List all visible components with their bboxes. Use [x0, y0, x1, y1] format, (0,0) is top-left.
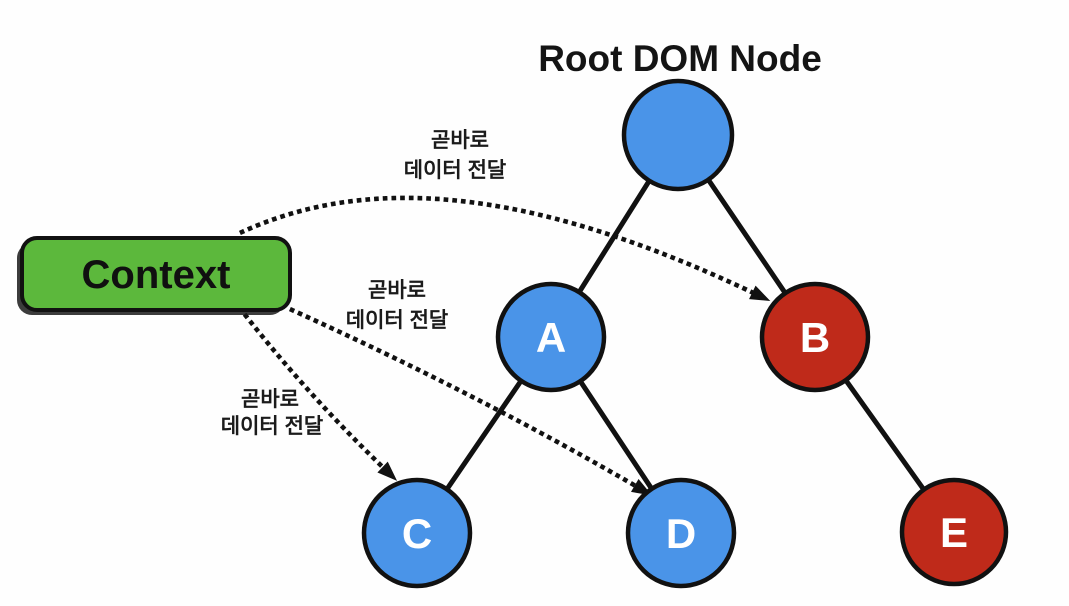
context-arrow-to-d: [288, 306, 653, 496]
node-d-label: D: [666, 510, 696, 557]
node-e-circle: [899, 477, 1009, 587]
node-a-label: A: [536, 314, 566, 361]
node-b-circle: [759, 281, 871, 393]
arrow-label-b-line-1: 곧바로: [431, 129, 489, 152]
arrow-label-d-line-1: 곧바로: [368, 279, 426, 302]
diagram-title: Root DOM Node: [538, 38, 822, 79]
node-root-circle: [621, 78, 735, 192]
context-label: Context: [82, 253, 231, 297]
context-arrow-to-b: [238, 195, 771, 302]
node-c-label: C: [402, 510, 432, 557]
context-box: [20, 236, 292, 312]
node-a-circle: [495, 281, 607, 393]
node-b-label: B: [800, 314, 830, 361]
arrow-label-d-line-2: 데이터 전달: [346, 309, 448, 332]
arrow-label-c-line-2: 데이터 전달: [221, 415, 323, 438]
context-arrow-to-c: [242, 312, 398, 481]
arrow-label-c-line-1: 곧바로: [241, 388, 299, 411]
node-c-circle: [361, 477, 473, 589]
node-e-label: E: [940, 509, 968, 556]
node-d-circle: [625, 477, 737, 589]
arrow-label-b-line-2: 데이터 전달: [404, 159, 506, 182]
